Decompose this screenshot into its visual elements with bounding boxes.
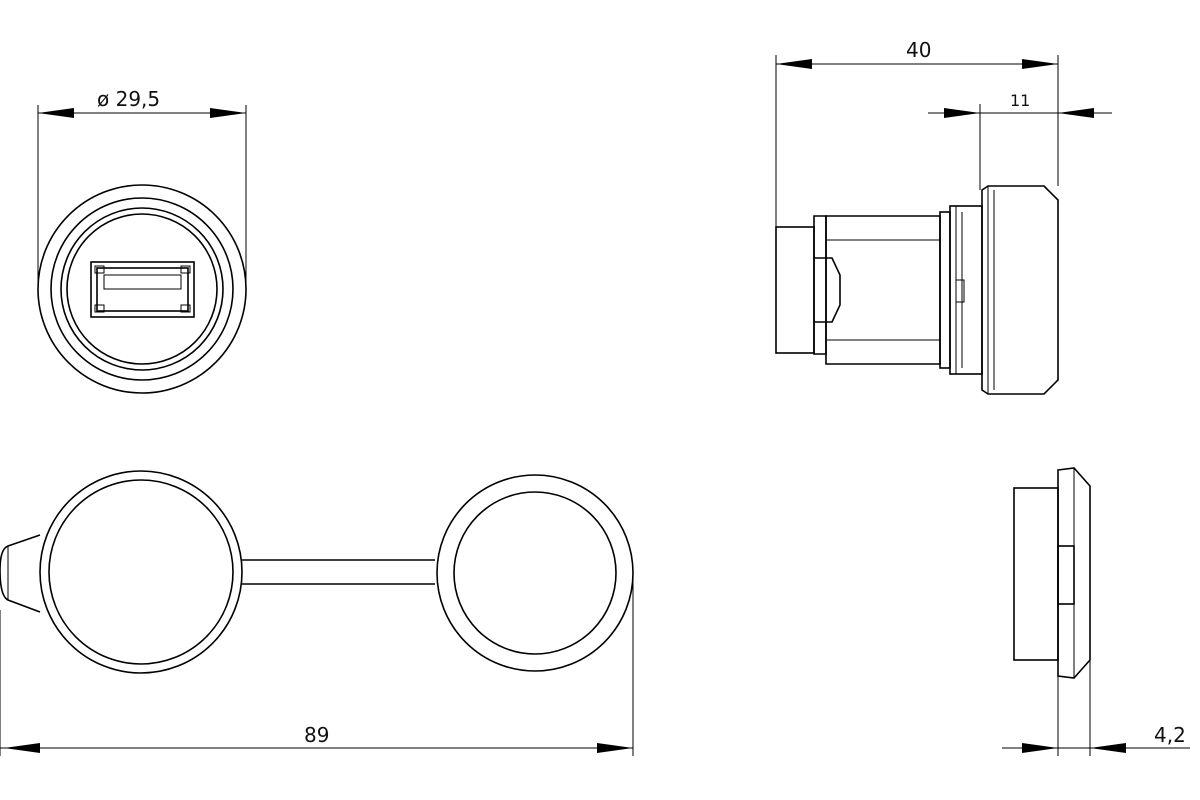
cap-ring-inner xyxy=(453,491,617,655)
cap-length-label: 89 xyxy=(304,723,329,747)
side-notch xyxy=(814,257,841,323)
cap-large-outer xyxy=(39,470,243,674)
side-view: 40 11 xyxy=(775,38,1112,395)
side-hex-lines xyxy=(826,239,940,341)
side-flange xyxy=(981,185,1059,395)
cap-large-inner xyxy=(48,479,234,665)
side-nut-lines xyxy=(955,206,963,374)
cap-strap xyxy=(241,559,435,585)
cap-thickness-label: 4,2 xyxy=(1154,723,1186,747)
front-inner-face xyxy=(66,213,218,365)
dimension-front-diameter: ø 29,5 xyxy=(37,87,247,290)
cap-view: 89 xyxy=(0,470,634,756)
dimension-cap-thickness: 4,2 xyxy=(1002,660,1190,756)
dimension-cap-length: 89 xyxy=(0,575,634,756)
side-rear-body xyxy=(775,226,815,354)
usb-corner-tl xyxy=(94,265,105,274)
cap-ring-outer xyxy=(436,474,634,672)
dimension-side-length: 40 xyxy=(775,38,1059,227)
side-lock xyxy=(955,279,965,303)
usb-tongue xyxy=(103,274,182,290)
usb-corner-bl xyxy=(94,304,105,313)
front-view: ø 29,5 xyxy=(37,87,247,394)
usb-port xyxy=(90,261,195,318)
usb-port-outer xyxy=(90,261,195,318)
side-nut xyxy=(949,205,983,375)
side-flange-lines xyxy=(987,186,995,394)
side-length-label: 40 xyxy=(906,38,931,62)
front-diameter-label: ø 29,5 xyxy=(97,87,160,111)
dimension-side-flange: 11 xyxy=(928,91,1112,190)
front-bezel-ring xyxy=(60,207,224,371)
cap-side-body xyxy=(1013,487,1059,661)
front-nut-ring xyxy=(50,197,234,381)
cap-side-view: 4,2 xyxy=(1002,467,1190,756)
side-flange-label: 11 xyxy=(1010,91,1030,110)
usb-corner-tr xyxy=(180,265,191,274)
side-washer xyxy=(939,211,951,369)
usb-port-inner xyxy=(96,267,189,312)
cap-side-insert xyxy=(1057,545,1075,605)
usb-corner-br xyxy=(180,304,191,313)
cap-tab xyxy=(0,534,41,613)
side-hex-body xyxy=(825,215,941,365)
side-hex-edge xyxy=(813,215,827,355)
